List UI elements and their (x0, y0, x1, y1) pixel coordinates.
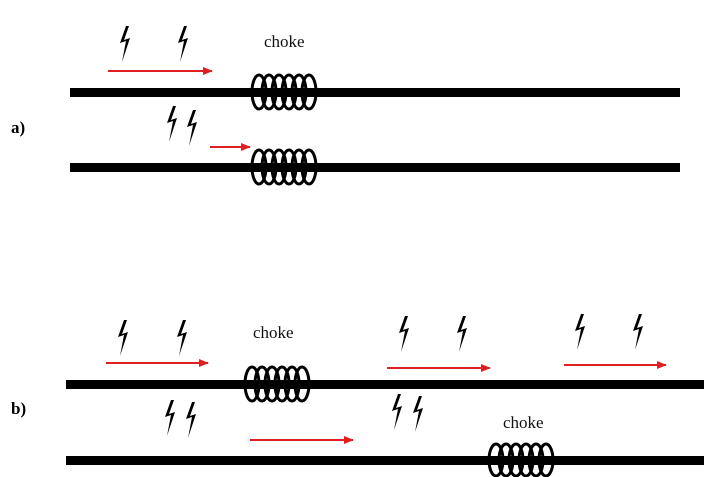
lightning-bolt-icon (177, 320, 187, 356)
lightning-bolt-icon (167, 106, 177, 142)
wire-line (70, 163, 680, 172)
wire-line (70, 88, 680, 97)
panel-a: choke (70, 26, 680, 186)
choke-coil-icon (250, 73, 318, 111)
choke-coil-icon (250, 148, 318, 186)
wire-line (66, 380, 704, 389)
panel-a-label: a) (11, 118, 25, 137)
lightning-bolt-icon (178, 26, 188, 62)
lightning-bolt-icon (187, 110, 197, 146)
choke-label: choke (264, 32, 305, 51)
panel-b: choke choke (66, 314, 704, 477)
lightning-bolt-icon (392, 394, 402, 430)
choke-coil-icon (487, 442, 555, 477)
choke-label: choke (503, 413, 544, 432)
lightning-bolt-icon (575, 314, 585, 350)
lightning-bolt-icon (118, 320, 128, 356)
wire-line (66, 456, 704, 465)
lightning-bolt-icon (633, 314, 643, 350)
lightning-bolt-icon (413, 396, 423, 432)
panel-b-label: b) (11, 399, 26, 418)
lightning-bolt-icon (120, 26, 130, 62)
lightning-bolt-icon (165, 400, 175, 436)
lightning-bolt-icon (399, 316, 409, 352)
lightning-bolt-icon (457, 316, 467, 352)
choke-coil-icon (243, 365, 311, 403)
choke-label: choke (253, 323, 294, 342)
lightning-bolt-icon (186, 402, 196, 438)
